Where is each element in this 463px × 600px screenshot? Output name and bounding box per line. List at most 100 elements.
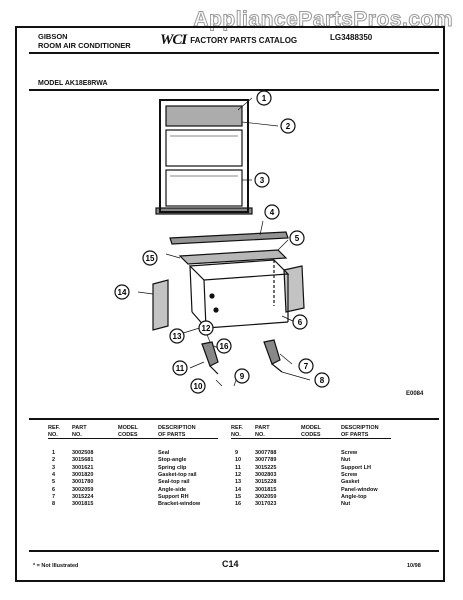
left-header-rule [48, 438, 218, 439]
callout-10: 10 [190, 378, 206, 394]
diagram-code: E0084 [406, 391, 424, 397]
callout-15: 15 [142, 250, 158, 266]
svg-text:15: 15 [146, 254, 155, 263]
left-side-panel [152, 279, 169, 331]
table-row: 10 3007789 Nut [231, 457, 431, 464]
svg-text:14: 14 [118, 288, 127, 297]
description-cell: Screw [341, 450, 358, 456]
svg-text:5: 5 [295, 234, 300, 243]
part-no-cell: 3001815 [255, 486, 277, 493]
description-cell: Spring clip [158, 464, 187, 471]
callout-2: 2 [280, 118, 296, 134]
description-cell: Panel-window [341, 486, 378, 493]
frame-box [188, 259, 290, 329]
part-no-cell: 3015681 [72, 457, 94, 464]
right-side-panel [283, 265, 305, 313]
page-frame [15, 26, 445, 582]
top-rail-seal [178, 249, 288, 265]
part-no-cell: 3015224 [72, 493, 94, 500]
support-right [263, 339, 283, 373]
svg-text:9: 9 [240, 372, 245, 381]
table-top-rule [29, 418, 439, 420]
description-cell: Angle-side [158, 486, 187, 493]
description-cell: Seal-top rail [158, 479, 190, 486]
col-header-ref: REF.NO. [231, 425, 243, 438]
svg-text:10: 10 [194, 382, 203, 391]
col-header-ref: REF.NO. [48, 425, 60, 438]
ref-no-cell: 9 [235, 450, 239, 456]
svg-text:13: 13 [173, 332, 182, 341]
callout-7: 7 [298, 358, 314, 374]
ref-no-cell: 2 [52, 457, 56, 464]
callout-4: 4 [264, 204, 280, 220]
svg-text:3: 3 [260, 176, 265, 185]
callout-markers: 1 2 3 4 5 6 7 8 9 10 11 12 13 14 15 16 [114, 90, 330, 394]
ref-no-cell: 11 [235, 464, 241, 471]
ref-no-cell: 7 [52, 493, 56, 500]
support-left [201, 341, 219, 375]
callout-5: 5 [289, 230, 305, 246]
description-cell: Screw [341, 471, 358, 478]
part-no-cell: 3001820 [72, 471, 94, 478]
part-no-cell: 3001621 [72, 464, 94, 471]
description-cell: Stop-angle [158, 457, 187, 464]
description-cell: Nut [341, 457, 351, 464]
svg-text:6: 6 [298, 318, 303, 327]
header-center: WCI FACTORY PARTS CATALOG [160, 32, 297, 49]
product-type: ROOM AIR CONDITIONER [38, 41, 131, 50]
description-cell: Gasket [341, 479, 360, 486]
catalog-title: FACTORY PARTS CATALOG [190, 36, 298, 45]
svg-text:11: 11 [176, 364, 185, 373]
description-cell: Nut [341, 501, 351, 508]
callout-14: 14 [114, 284, 130, 300]
table-row: 4 3001820 Gasket-top rail [48, 472, 248, 479]
callout-3: 3 [254, 172, 270, 188]
part-no-cell: 3001815 [72, 501, 94, 508]
description-cell: Gasket-top rail [158, 471, 197, 478]
ref-no-cell: 5 [52, 479, 56, 486]
header-rule [29, 52, 439, 54]
svg-text:16: 16 [220, 342, 229, 351]
part-no-cell: 3007788 [255, 450, 277, 456]
ref-no-cell: 3 [52, 464, 56, 471]
ref-no-cell: 13 [235, 479, 242, 486]
ref-no-cell: 4 [52, 471, 56, 478]
description-cell: Support RH [158, 493, 189, 500]
svg-text:4: 4 [270, 208, 275, 217]
part-no-cell: 3017023 [255, 501, 277, 508]
part-no-cell: 3007789 [255, 457, 277, 464]
description-cell: Seal [158, 450, 170, 456]
callout-6: 6 [292, 314, 308, 330]
svg-text:8: 8 [320, 376, 325, 385]
description-cell: Angle-top [341, 493, 367, 500]
footer-rule [29, 550, 439, 552]
ref-no-cell: 10 [235, 457, 242, 464]
ref-no-cell: 6 [52, 486, 56, 493]
part-no-cell: 3015225 [255, 464, 277, 471]
model-line: MODEL AK18E8RWA [38, 80, 108, 87]
table-row: 2 3015681 Stop-angle [48, 457, 248, 464]
description-cell: Bracket-window [158, 501, 201, 508]
part-no-cell: 3002059 [72, 486, 94, 493]
catalog-number: LG3488350 [330, 33, 373, 42]
svg-text:7: 7 [304, 362, 309, 371]
svg-text:2: 2 [286, 122, 291, 131]
callout-13: 13 [169, 328, 185, 344]
callout-leaders [137, 97, 311, 387]
callout-1: 1 [256, 90, 272, 106]
callout-9: 9 [234, 368, 250, 384]
